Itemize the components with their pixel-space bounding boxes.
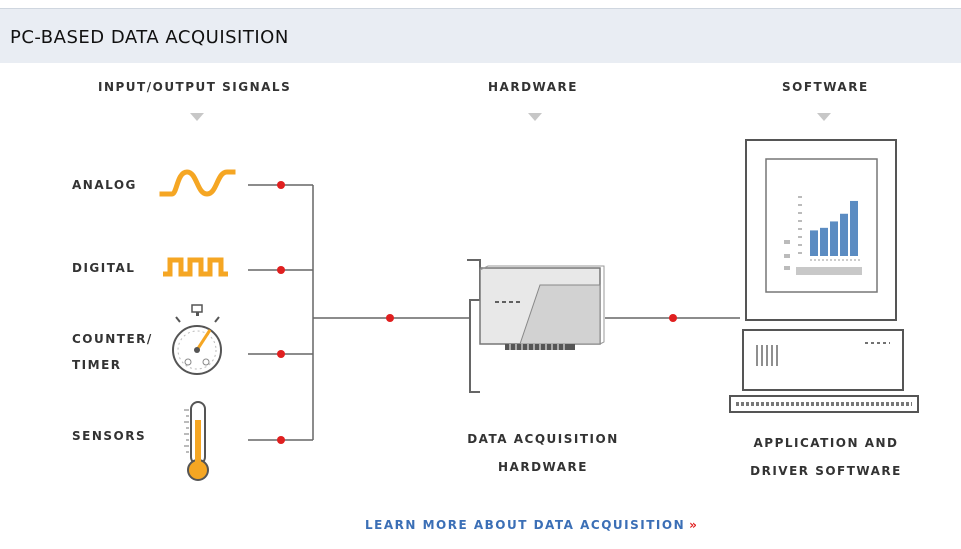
screen-chart (784, 196, 862, 275)
node-sensors (277, 436, 285, 444)
node-hw-sw (669, 314, 677, 322)
screen-chart-tick (798, 212, 802, 214)
node-counter (277, 350, 285, 358)
signal-label-sensors: SENSORS (72, 429, 147, 443)
screen-chart-bar (810, 230, 818, 256)
software-caption: APPLICATION AND DRIVER SOFTWARE (736, 429, 916, 485)
screen-chart-bar (850, 200, 858, 256)
hardware-down-arrow-icon (528, 113, 542, 121)
connection-nodes (277, 181, 677, 444)
software-caption-line1: APPLICATION AND (753, 436, 899, 450)
screen-chart-bar (830, 221, 838, 256)
column-heading-io: INPUT/OUTPUT SIGNALS (98, 80, 292, 94)
sine-wave-icon (159, 169, 236, 197)
screen-chart-tick (798, 252, 802, 254)
software-caption-line2: DRIVER SOFTWARE (750, 464, 902, 478)
hardware-caption-line2: HARDWARE (498, 460, 588, 474)
stopwatch-icon (172, 304, 222, 375)
learn-more-link[interactable]: LEARN MORE ABOUT DATA ACQUISITION» (365, 518, 698, 532)
io-down-arrow-icon (190, 113, 204, 121)
hardware-caption: DATA ACQUISITION HARDWARE (458, 425, 628, 481)
screen-chart-tick (798, 244, 802, 246)
software-down-arrow-icon (817, 113, 831, 121)
screen-chart-bar (840, 213, 848, 256)
signal-label-counter: COUNTER/ TIMER (72, 326, 153, 378)
node-bus (386, 314, 394, 322)
screen-chart-tick (798, 220, 802, 222)
signal-label-digital: DIGITAL (72, 261, 136, 275)
double-chevron-right-icon: » (689, 518, 699, 532)
column-heading-hardware: HARDWARE (488, 80, 578, 94)
page-title: PC-BASED DATA ACQUISITION (10, 27, 289, 48)
screen-chart-axis-mark (784, 254, 790, 258)
hardware-caption-line1: DATA ACQUISITION (467, 432, 619, 446)
learn-more-link-label: LEARN MORE ABOUT DATA ACQUISITION (365, 518, 686, 532)
daq-card-icon (467, 259, 605, 393)
column-heading-software: SOFTWARE (782, 80, 869, 94)
computer-icon (729, 139, 919, 413)
page-header: PC-BASED DATA ACQUISITION (0, 8, 961, 63)
signal-label-counter-line2: TIMER (72, 358, 122, 372)
screen-chart-tick (798, 204, 802, 206)
screen-chart-bar (820, 227, 828, 256)
screen-chart-tick (798, 196, 802, 198)
square-wave-icon (163, 257, 228, 277)
node-analog (277, 181, 285, 189)
thermometer-icon (184, 401, 209, 481)
screen-chart-baseline (796, 267, 862, 275)
screen-chart-tick (798, 236, 802, 238)
signal-label-counter-line1: COUNTER/ (72, 332, 153, 346)
signal-label-analog: ANALOG (72, 178, 137, 192)
screen-chart-axis-mark (784, 266, 790, 270)
screen-chart-axis-mark (784, 240, 790, 244)
screen-chart-tick (798, 228, 802, 230)
node-digital (277, 266, 285, 274)
